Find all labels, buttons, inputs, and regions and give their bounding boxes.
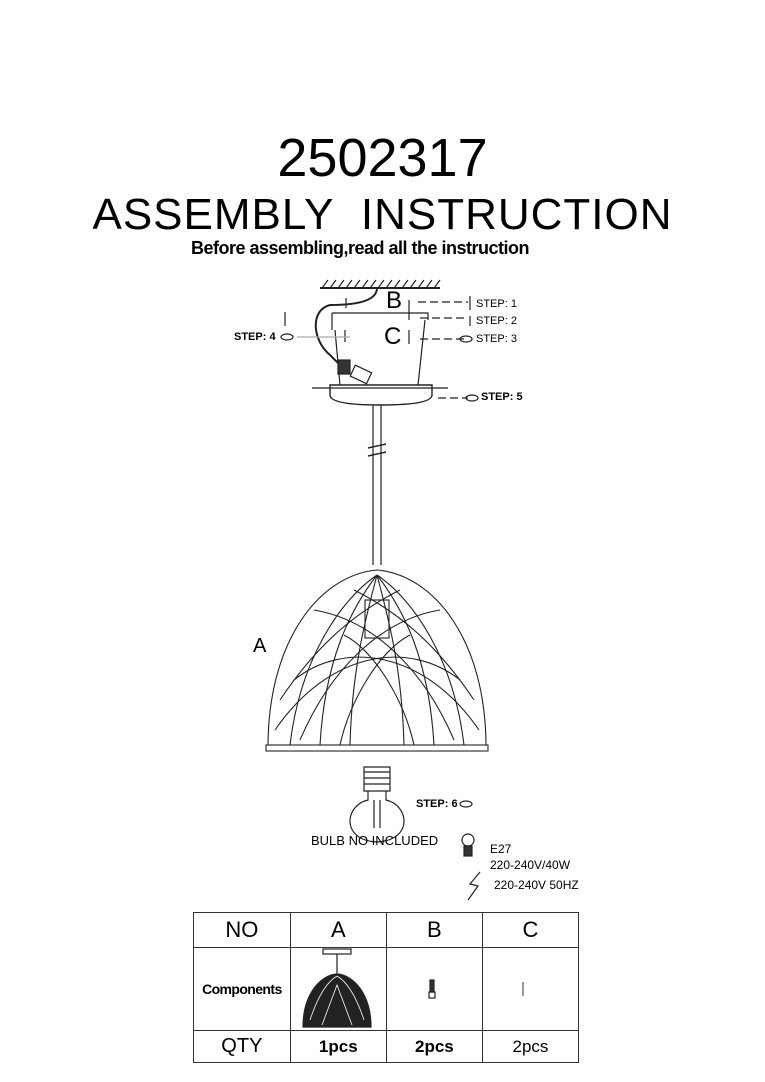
bulb-rating: 220-240V/40W: [490, 858, 571, 872]
ceiling-icon: [320, 279, 441, 289]
components-label: Components: [193, 947, 291, 1031]
page-title: ASSEMBLY INSTRUCTION: [92, 190, 673, 239]
step-3: STEP: 3: [476, 333, 517, 345]
step-5: STEP: 5: [481, 391, 523, 403]
step-2: STEP: 2: [476, 315, 517, 327]
qty-b: 2pcs: [385, 1030, 483, 1063]
bulb-note: BULB NO INCLUDED: [311, 833, 439, 848]
header-no: NO: [193, 912, 291, 948]
step-4: STEP: 4: [234, 331, 276, 343]
header-b: B: [385, 912, 483, 948]
component-c-cell: [481, 947, 580, 1031]
model-number: 2502317: [277, 128, 488, 188]
lightning-icon: [467, 871, 481, 901]
step-6: STEP: 6: [416, 798, 458, 810]
component-b-cell: [385, 947, 483, 1031]
qty-a: 1pcs: [289, 1030, 387, 1063]
step-1: STEP: 1: [476, 298, 517, 310]
bulb-icon: [349, 766, 405, 843]
header-a: A: [289, 912, 387, 948]
header-c: C: [481, 912, 580, 948]
part-label-b: B: [386, 287, 403, 314]
qty-c: 2pcs: [481, 1030, 580, 1063]
qty-label: QTY: [193, 1030, 291, 1063]
voltage-rating: 220-240V 50HZ: [494, 878, 579, 892]
components-table: NO A B C Components QTY 1pcs 2pcs 2pcs: [193, 912, 580, 1063]
pendant-shade-icon: [265, 569, 489, 752]
bulb-type: E27: [490, 842, 512, 856]
subtitle: Before assembling,read all the instructi…: [190, 238, 530, 258]
component-a-cell: [289, 947, 387, 1031]
small-bulb-icon: [461, 833, 475, 857]
part-label-a: A: [253, 635, 267, 657]
part-label-c: C: [384, 323, 402, 350]
